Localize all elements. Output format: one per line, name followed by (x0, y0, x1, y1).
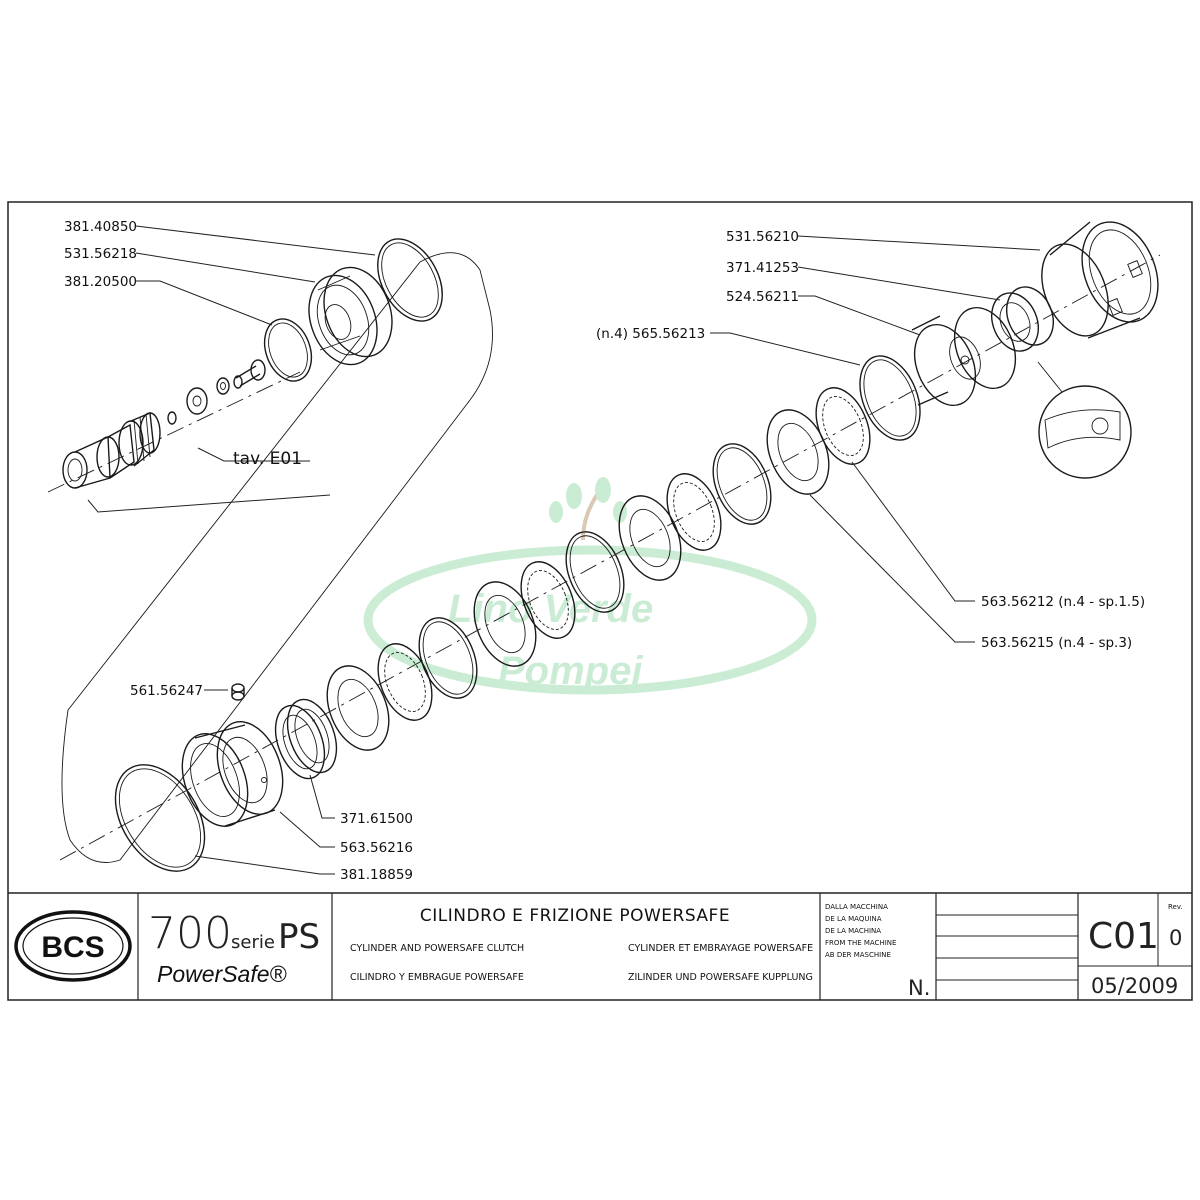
rev-value: 0 (1169, 926, 1182, 950)
detail-view-bearing-section (1037, 361, 1132, 479)
cylinder-group-boundary (61, 252, 493, 863)
clutch-pack (326, 355, 921, 751)
friction-disc-4 (815, 387, 871, 465)
label-531-56218: 531.56218 (64, 246, 137, 262)
label-561-56247: 561.56247 (130, 683, 203, 699)
spacer-ring-565-56213 (859, 355, 921, 441)
watermark-oval (363, 545, 817, 695)
product-name: PowerSafe® (157, 961, 287, 987)
part-hub-524-56211 (911, 306, 1017, 407)
from-machine-it: DALLA MACCHINA (825, 903, 888, 911)
part-shaft (62, 411, 161, 489)
steel-plate-4 (766, 409, 830, 495)
label-531-56210: 531.56210 (726, 229, 799, 245)
title-german: ZILINDER UND POWERSAFE KUPPLUNG (628, 972, 813, 983)
model-number: 700 (148, 908, 232, 959)
part-plug-561-56247 (231, 683, 245, 701)
from-machine-es: DE LA MAQUINA (825, 915, 882, 923)
bcs-logo: BCS (14, 910, 132, 982)
part-drum-531-56210 (1041, 221, 1159, 339)
from-machine-en: FROM THE MACHINE (825, 939, 896, 947)
part-bearing-371-41253 (991, 286, 1054, 352)
title-french: CYLINDER ET EMBRAYAGE POWERSAFE (628, 943, 813, 954)
from-machine-fr: DE LA MACHINA (825, 927, 881, 935)
label-563-56215: 563.56215 (n.4 - sp.3) (981, 635, 1132, 651)
shaft-axis (47, 371, 301, 493)
friction-disc-1 (377, 643, 433, 721)
part-cylinder-563-56216 (181, 721, 284, 827)
label-371-41253: 371.41253 (726, 260, 799, 276)
assembly-axis (59, 254, 1161, 861)
friction-disc-3 (666, 473, 722, 551)
steel-plate-1 (326, 665, 390, 751)
series-word: serie (231, 932, 275, 953)
label-565-56213: (n.4) 565.56213 (596, 326, 705, 342)
from-machine-de: AB DER MASCHINE (825, 951, 891, 959)
part-oring-381-40850 (377, 238, 443, 322)
label-563-56212: 563.56212 (n.4 - sp.1.5) (981, 594, 1145, 610)
title-block: BCS 700 serie PS PowerSafe® CILINDRO E F… (8, 892, 1192, 1000)
table-code: C01 (1088, 916, 1159, 957)
part-oring-381-18859 (114, 764, 206, 872)
label-381-20500: 381.20500 (64, 274, 137, 290)
brand-name: BCS (41, 931, 104, 964)
part-piston-531-56218 (308, 266, 393, 366)
number-label: N. (908, 976, 930, 1000)
part-number-labels: 381.40850 531.56218 381.20500 tav. E01 5… (64, 219, 1145, 883)
title-english: CYLINDER AND POWERSAFE CLUTCH (350, 943, 524, 954)
label-371-61500: 371.61500 (340, 811, 413, 827)
spacer-ring-2 (565, 531, 625, 613)
spacer-ring-3 (712, 443, 772, 525)
title-italian: CILINDRO E FRIZIONE POWERSAFE (420, 906, 730, 926)
spacer-ring-1 (418, 617, 478, 699)
friction-disc-2 (520, 561, 576, 639)
label-563-56216: 563.56216 (340, 840, 413, 856)
leader-lines (87, 225, 1041, 875)
label-524-56211: 524.56211 (726, 289, 799, 305)
label-381-18859: 381.18859 (340, 867, 413, 883)
series-code: PS (278, 917, 320, 957)
steel-plate-3 (618, 495, 682, 581)
part-oring-381-20500 (263, 318, 313, 382)
issue-date: 05/2009 (1091, 974, 1178, 998)
part-bolt (233, 359, 266, 389)
label-tav-e01: tav. E01 (233, 449, 302, 469)
watermark-leaf-icon (549, 477, 627, 541)
label-381-40850: 381.40850 (64, 219, 137, 235)
title-spanish: CILINDRO Y EMBRAGUE POWERSAFE (350, 972, 524, 983)
drawing-frame (7, 201, 1193, 1001)
watermark: Lino Verde Pompei (363, 477, 817, 695)
rev-label: Rev. (1168, 903, 1183, 911)
steel-plate-2 (473, 581, 537, 667)
watermark-line-2: Pompei (498, 649, 643, 693)
part-bearing-371-61500 (274, 698, 338, 780)
part-washer-small (167, 377, 230, 425)
